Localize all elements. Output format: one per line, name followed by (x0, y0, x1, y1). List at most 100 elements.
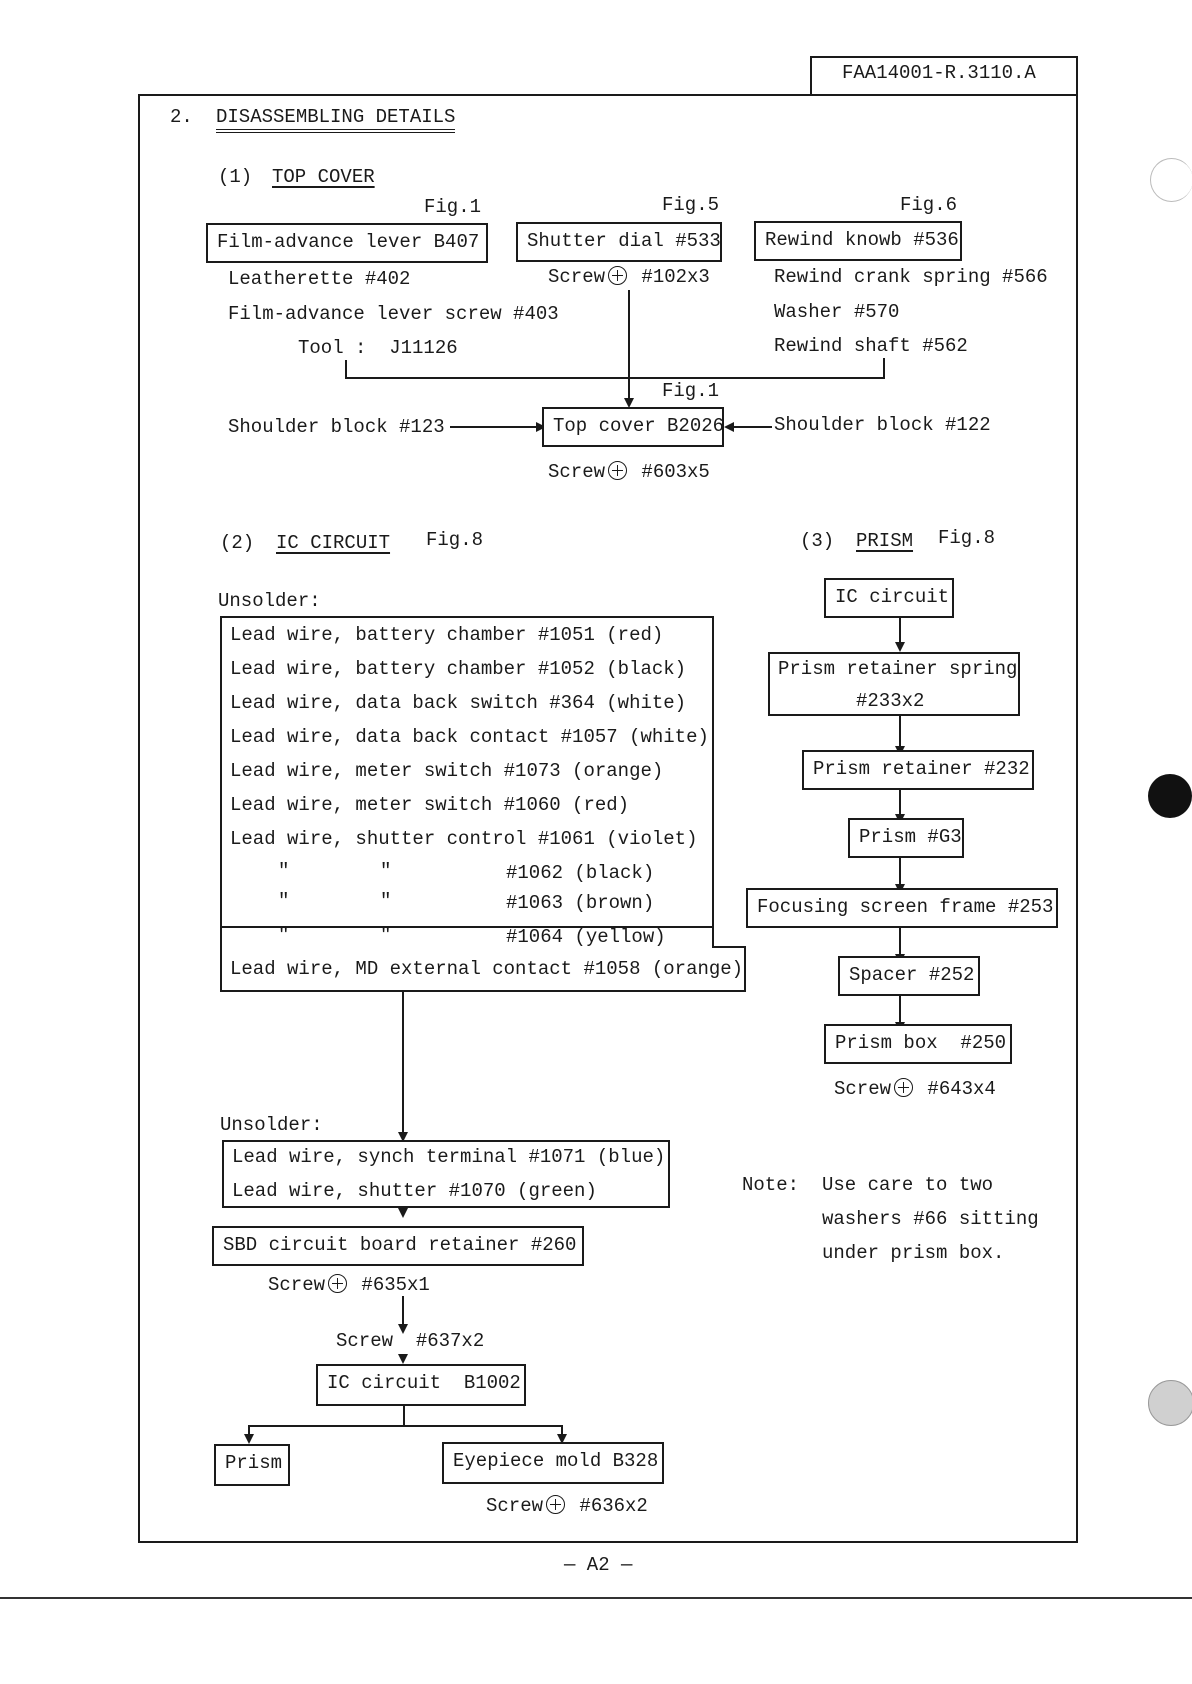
prism-g3-box: Prism #G3 (848, 818, 964, 858)
prism-title: PRISM (856, 530, 914, 552)
shoulder-left-line (450, 426, 538, 428)
spacer-box: Spacer #252 (838, 956, 980, 996)
bracket-line (345, 377, 885, 379)
arrow-left-icon (724, 422, 734, 432)
top-cover-screw: Screw #603x5 (548, 461, 710, 483)
section-number: 2. (170, 106, 193, 128)
note-line-3: under prism box. (822, 1242, 1005, 1264)
header-box-left (810, 56, 812, 96)
shoulder-right-line (734, 426, 772, 428)
ditto-mark: " (278, 924, 290, 946)
binder-hole (1148, 774, 1192, 818)
prism-flow-5 (899, 928, 901, 956)
prism-flow-3 (899, 790, 901, 816)
unsolder-label-1: Unsolder: (218, 590, 321, 612)
ic-split-right (561, 1425, 563, 1437)
ic-circuit-b1002-box: IC circuit B1002 (316, 1364, 526, 1406)
section-title: DISASSEMBLING DETAILS (216, 106, 456, 133)
leads-box-left-join (220, 926, 222, 948)
fig-5-label: Fig.5 (662, 194, 720, 216)
prism-box-250: Prism box #250 (824, 1024, 1012, 1064)
plus-screw-icon (894, 1078, 914, 1097)
prism-flow-6 (899, 996, 901, 1024)
leatherette-text: Leatherette #402 (228, 268, 411, 290)
eyepiece-mold-box: Eyepiece mold B328 (442, 1442, 664, 1484)
ditto-mark: " (380, 890, 392, 912)
top-cover-number: (1) (218, 166, 253, 188)
arrow-down-icon (244, 1434, 254, 1444)
shutter-down-line (628, 290, 630, 400)
prism-retainer-box: Prism retainer #232 (802, 750, 1034, 790)
arrow-to-top-cover (624, 398, 634, 408)
note-line-1: Use care to two (822, 1174, 994, 1196)
top-cover-title: TOP COVER (272, 166, 375, 188)
prism-retainer-spring-text: Prism retainer spring (778, 658, 1018, 680)
focusing-screen-frame-box: Focusing screen frame #253 (746, 888, 1058, 928)
page-bottom-rule (0, 1597, 1192, 1599)
shoulder-block-right: Shoulder block #122 (774, 414, 991, 436)
prism-box-left: Prism (214, 1444, 290, 1486)
arrow-right-icon (536, 422, 546, 432)
lead-wire-1064: #1064 (yellow) (506, 926, 666, 948)
arrow-down-icon (398, 1208, 408, 1218)
md-lead-box (220, 946, 746, 992)
prism-retainer-spring-box (768, 652, 1020, 716)
tool-text: Tool : J11126 (298, 337, 458, 359)
lever-screw-text: Film-advance lever screw #403 (228, 303, 559, 325)
prism-box-screw: Screw #643x4 (834, 1078, 996, 1100)
ditto-mark: " (380, 924, 392, 946)
ic-circuit-box-right: IC circuit (824, 578, 954, 618)
lead-wire-1062: #1062 (black) (506, 862, 655, 884)
lead-wire-1057: Lead wire, data back contact #1057 (whit… (230, 726, 709, 748)
lead-wire-1073: Lead wire, meter switch #1073 (orange) (230, 760, 664, 782)
sbd-down-line (402, 1296, 404, 1326)
fig-6-label: Fig.6 (900, 194, 958, 216)
tool-drop-line (345, 360, 347, 378)
ic-split-down (403, 1406, 405, 1426)
prism-number: (3) (800, 530, 835, 552)
lead-wire-1071: Lead wire, synch terminal #1071 (blue) (232, 1146, 666, 1168)
unsolder-leads-box (220, 616, 714, 928)
sbd-retainer-box: SBD circuit board retainer #260 (212, 1226, 584, 1266)
binder-hole (1148, 1380, 1192, 1426)
ic-split-bar (248, 1425, 562, 1427)
shaft-drop-line (883, 358, 885, 378)
lead-wire-1058: Lead wire, MD external contact #1058 (or… (230, 958, 744, 980)
washer-text: Washer #570 (774, 301, 900, 323)
ic-split-left (248, 1425, 250, 1437)
frame-right (1076, 94, 1078, 1542)
binder-hole (1150, 158, 1192, 202)
lead-wire-364: Lead wire, data back switch #364 (white) (230, 692, 687, 714)
arrow-down-icon (398, 1132, 408, 1142)
lead-wire-1070: Lead wire, shutter #1070 (green) (232, 1180, 597, 1202)
sbd-screw: Screw #635x1 (268, 1274, 430, 1296)
prism-fig: Fig.8 (938, 527, 996, 549)
lead-wire-1052: Lead wire, battery chamber #1052 (black) (230, 658, 687, 680)
arrow-down-icon (895, 642, 905, 652)
md-lead-box-top (712, 946, 746, 948)
fig-1-label: Fig.1 (424, 196, 482, 218)
ditto-mark: " (278, 860, 290, 882)
unsolder-label-2: Unsolder: (220, 1114, 323, 1136)
plus-screw-icon (328, 1274, 348, 1293)
ic-circuit-title: IC CIRCUIT (276, 532, 391, 554)
shutter-dial-screw: Screw #102x3 (548, 266, 710, 288)
film-advance-lever-box: Film-advance lever B407 (206, 223, 488, 263)
rewind-spring-text: Rewind crank spring #566 (774, 266, 1048, 288)
leads-box-right-join (712, 926, 714, 948)
ditto-mark: " (278, 890, 290, 912)
fig-1b-label: Fig.1 (662, 380, 720, 402)
ic-circuit-number: (2) (220, 532, 255, 554)
prism-flow-4 (899, 858, 901, 886)
plus-screw-icon (546, 1495, 566, 1514)
ditto-mark: " (380, 860, 392, 882)
eyepiece-screw: Screw #636x2 (486, 1495, 648, 1517)
arrow-down-icon (398, 1324, 408, 1334)
shutter-dial-box: Shutter dial #533 (516, 222, 722, 262)
prism-flow-1 (899, 618, 901, 644)
frame-bottom (138, 1541, 1078, 1543)
shoulder-block-left: Shoulder block #123 (228, 416, 445, 438)
ic-circuit-fig: Fig.8 (426, 529, 484, 551)
lead-wire-1060: Lead wire, meter switch #1060 (red) (230, 794, 630, 816)
leads-down-line (402, 992, 404, 1134)
